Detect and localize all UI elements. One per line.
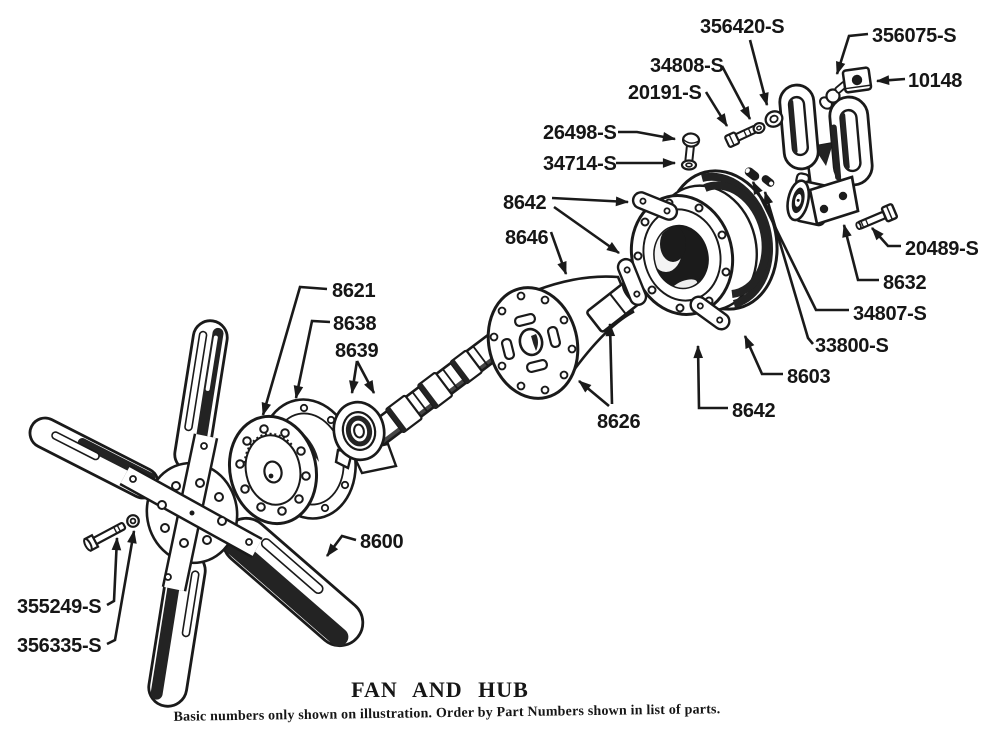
- leader-8642b: [693, 344, 728, 410]
- fan-washer-356335: [126, 514, 140, 528]
- leader-8639-2: [355, 360, 376, 394]
- clip-8642-bottom: [689, 295, 731, 331]
- clip-8642-top: [631, 191, 679, 221]
- part-label-8600: 8600: [360, 531, 403, 553]
- washer-356420: [764, 110, 784, 128]
- washer-34808: [752, 121, 766, 135]
- part-label-8603: 8603: [787, 366, 830, 388]
- leader-33800s: [763, 190, 814, 345]
- leader-8603: [743, 334, 783, 376]
- pulley-8603: [616, 169, 779, 331]
- pin-34807: [744, 167, 760, 181]
- part-label-33800s: 33800-S: [815, 335, 889, 357]
- leader-8626-1: [578, 380, 610, 407]
- bolt-356075: [819, 81, 848, 110]
- part-label-356335s: 356335-S: [17, 635, 101, 657]
- fan-assembly: [28, 319, 365, 708]
- leader-20191s: [704, 91, 729, 127]
- figure-title: FAN AND HUB: [351, 677, 529, 702]
- leader-8642a-2: [553, 205, 620, 255]
- part-label-20489s: 20489-S: [905, 238, 979, 260]
- leader-355249s: [106, 536, 122, 607]
- part-label-10148: 10148: [908, 70, 962, 92]
- part-label-8632: 8632: [883, 272, 926, 294]
- leader-20489s: [871, 227, 901, 248]
- pin-33800: [761, 175, 775, 187]
- leader-10148: [875, 75, 906, 85]
- figure-note: Basic numbers only shown on illustration…: [173, 702, 720, 725]
- leader-356335s: [106, 529, 137, 646]
- clip-8642-left: [616, 257, 648, 307]
- leader-26498s: [618, 130, 677, 142]
- part-label-356075s: 356075-S: [872, 25, 956, 47]
- hub-plate-8621: [227, 414, 319, 526]
- hub-drive-slots: [500, 312, 562, 374]
- leader-8626-2: [605, 322, 616, 405]
- part-label-8639: 8639: [335, 340, 378, 362]
- caption: FAN AND HUB Basic numbers only shown on …: [173, 677, 720, 725]
- leader-8621: [261, 285, 328, 417]
- bolt-20489: [855, 203, 898, 231]
- part-label-8646: 8646: [505, 227, 548, 249]
- bearing-8639: [332, 400, 398, 475]
- leader-356075s: [835, 32, 869, 76]
- part-label-34807s: 34807-S: [853, 303, 927, 325]
- nut-10148: [841, 66, 873, 94]
- bracket-8632: [778, 83, 874, 227]
- part-label-356420s: 356420-S: [700, 16, 784, 38]
- leader-8642a-1: [551, 196, 630, 207]
- part-label-26498s: 26498-S: [543, 122, 617, 144]
- fan-bolt-355249: [83, 522, 127, 552]
- leader-arrows: [106, 32, 906, 646]
- leader-8638: [293, 319, 331, 400]
- part-label-34808s: 34808-S: [650, 55, 724, 77]
- part-label-8642b: 8642: [732, 400, 775, 422]
- fan-spider: [119, 433, 263, 592]
- washer-34714: [680, 159, 698, 171]
- part-label-20191s: 20191-S: [628, 82, 702, 104]
- leader-8639-1: [349, 360, 359, 395]
- part-label-355249s: 355249-S: [17, 596, 101, 618]
- part-label-8626: 8626: [597, 411, 640, 433]
- part-label-8621: 8621: [332, 280, 375, 302]
- leader-8632: [842, 223, 879, 282]
- part-labels: 356420-S 34808-S 20191-S 356075-S 10148 …: [17, 16, 979, 657]
- part-label-8642a: 8642: [503, 192, 546, 214]
- part-label-8638: 8638: [333, 313, 376, 335]
- leader-34808s: [720, 65, 752, 120]
- leader-8600: [325, 534, 357, 557]
- part-label-34714s: 34714-S: [543, 153, 617, 175]
- bolt-26498: [681, 132, 701, 164]
- leader-8646: [549, 231, 568, 276]
- leader-356420s: [748, 39, 769, 107]
- hub-8646: [486, 275, 643, 400]
